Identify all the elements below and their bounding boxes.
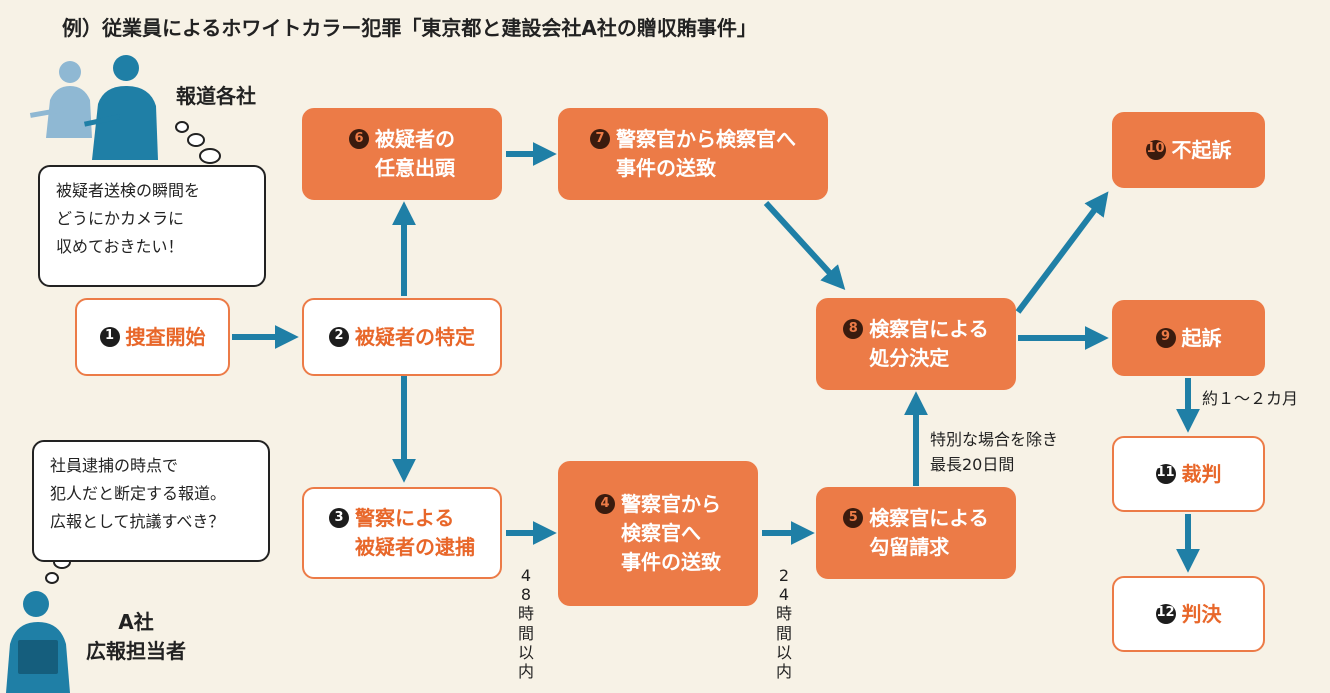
step-number-badge: 1 <box>99 326 120 347</box>
company-speech-bubble: 社員逮捕の時点で 犯人だと断定する報道。 広報として抗議すべき？ <box>32 440 270 562</box>
note-line: 特別な場合を除き <box>930 430 1059 449</box>
bubble-line: 広報として抗議すべき？ <box>50 512 225 531</box>
bubble-line: 被疑者送検の瞬間を <box>56 181 201 200</box>
step-number-badge: 9 <box>1155 327 1176 348</box>
step-5-box: 5 検察官による勾留請求 <box>816 487 1016 579</box>
step-label: 被疑者の特定 <box>355 324 475 349</box>
step-4-box: 4 警察官から検察官へ事件の送致 <box>558 461 758 606</box>
step-label: 被疑者の <box>375 127 455 151</box>
step-number-badge: 10 <box>1145 139 1166 160</box>
step-label: 処分決定 <box>869 346 950 370</box>
step-label: 警察による <box>355 506 455 530</box>
step-label: 判決 <box>1181 601 1222 626</box>
note-line: 最長20日間 <box>930 454 1015 474</box>
step-number-badge: 4 <box>595 494 615 514</box>
step-label: 警察官から <box>621 492 721 516</box>
bubble-line: 収めておきたい！ <box>56 237 184 256</box>
step-3-box: 3 警察による被疑者の逮捕 <box>302 487 502 579</box>
step-label: 勾留請求 <box>869 535 950 559</box>
step-number-badge: 2 <box>329 326 349 347</box>
step-number-badge: 12 <box>1155 603 1176 624</box>
step-number-badge: 7 <box>590 129 610 149</box>
bubble-line: 社員逮捕の時点で <box>50 456 179 475</box>
step-label: 捜査開始 <box>125 324 206 349</box>
company-label: A社 広報担当者 <box>86 608 186 666</box>
company-label-line: 広報担当者 <box>86 639 186 663</box>
step-6-box: 6 被疑者の任意出頭 <box>302 108 502 200</box>
arrow-7-to-8 <box>763 200 846 290</box>
step-label: 事件の送致 <box>616 156 716 180</box>
press-person-icon <box>29 61 92 138</box>
step-12-box: 12 判決 <box>1112 576 1265 652</box>
note-detention-period: 特別な場合を除き 最長20日間 <box>930 428 1058 478</box>
page-title: 例）従業員によるホワイトカラー犯罪「東京都と建設会社A社の贈収賄事件」 <box>62 16 757 40</box>
note-48-hours: 48時間以内 <box>517 566 534 681</box>
thought-bubble-tail-icon <box>175 121 221 164</box>
step-label: 起訴 <box>1181 325 1222 350</box>
step-label: 検察官へ <box>621 521 701 545</box>
step-10-box: 10 不起訴 <box>1112 112 1265 188</box>
step-number-badge: 5 <box>843 508 864 528</box>
arrow-8-to-10 <box>1015 191 1109 314</box>
step-label: 事件の送致 <box>621 550 721 574</box>
note-24-hours: 24時間以内 <box>775 566 792 681</box>
step-label: 検察官による <box>869 317 989 341</box>
press-label: 報道各社 <box>176 84 256 108</box>
step-7-box: 7 警察官から検察官へ事件の送致 <box>558 108 828 200</box>
spokesperson-icon <box>6 591 70 693</box>
step-11-box: 11 裁判 <box>1112 436 1265 512</box>
step-8-box: 8 検察官による処分決定 <box>816 298 1016 390</box>
step-2-box: 2 被疑者の特定 <box>302 298 502 376</box>
step-label: 検察官による <box>869 506 989 530</box>
step-9-box: 9 起訴 <box>1112 300 1265 376</box>
press-speech-bubble: 被疑者送検の瞬間を どうにかカメラに 収めておきたい！ <box>38 165 266 287</box>
step-number-badge: 3 <box>329 508 349 528</box>
step-label: 不起訴 <box>1171 137 1232 162</box>
step-number-badge: 8 <box>843 319 864 339</box>
bubble-line: どうにかカメラに <box>56 209 185 228</box>
step-label: 被疑者の逮捕 <box>355 535 475 559</box>
company-label-line: A社 <box>118 610 154 634</box>
step-label: 任意出頭 <box>375 156 455 180</box>
step-number-badge: 6 <box>349 129 369 149</box>
note-months: 約１〜２カ月 <box>1202 389 1299 408</box>
press-person-icon <box>83 55 158 160</box>
step-label: 裁判 <box>1181 461 1222 486</box>
step-1-box: 1 捜査開始 <box>75 298 230 376</box>
step-label: 警察官から検察官へ <box>616 127 796 151</box>
step-number-badge: 11 <box>1155 463 1176 484</box>
bubble-line: 犯人だと断定する報道。 <box>50 484 227 503</box>
